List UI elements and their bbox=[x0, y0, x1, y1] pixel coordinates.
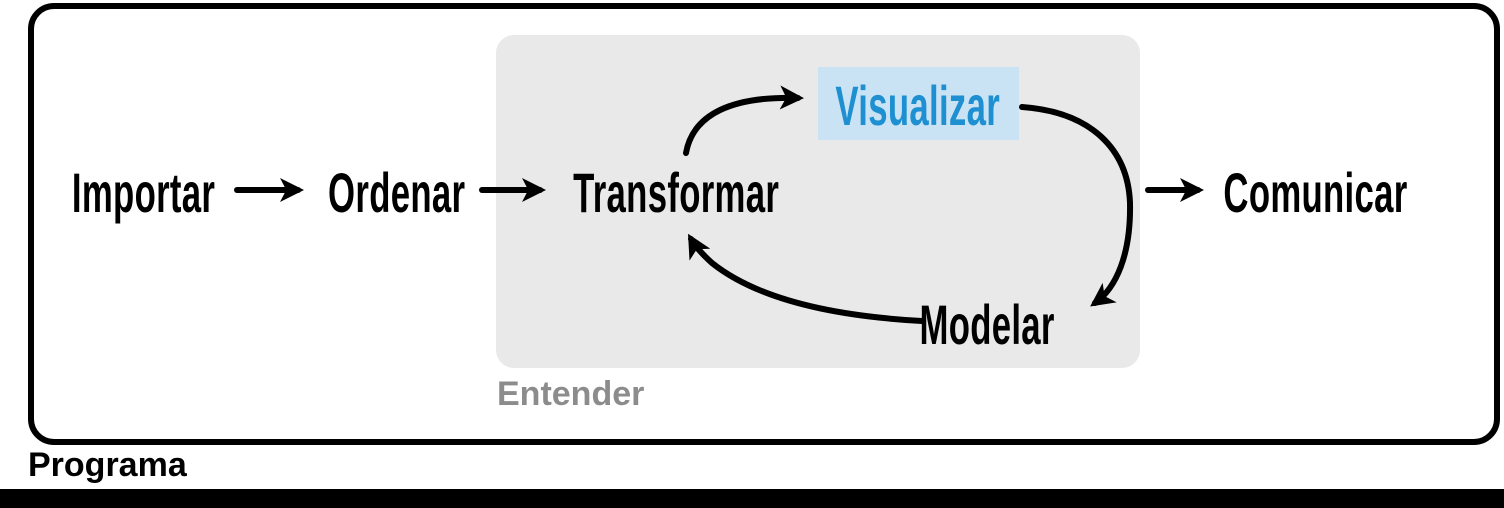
node-modelar: Modelar bbox=[807, 297, 1167, 353]
node-modelar-label: Modelar bbox=[919, 293, 1055, 356]
node-ordenar: Ordenar bbox=[217, 165, 577, 221]
node-importar: Importar bbox=[0, 165, 324, 221]
node-comunicar-label: Comunicar bbox=[1222, 161, 1408, 224]
node-transformar: Transformar bbox=[496, 165, 856, 221]
arrow-modelar-to-transformar-icon bbox=[688, 233, 925, 324]
programa-group-label: Programa bbox=[28, 446, 187, 484]
node-importar-label: Importar bbox=[72, 161, 216, 224]
visualizar-highlight-box bbox=[818, 67, 1019, 140]
arrow-transformar-to-visualizar-icon bbox=[683, 85, 804, 156]
node-visualizar: Visualizar bbox=[738, 78, 1098, 134]
node-comunicar: Comunicar bbox=[1135, 165, 1495, 221]
node-ordenar-label: Ordenar bbox=[328, 161, 466, 224]
node-transformar-label: Transformar bbox=[572, 161, 780, 224]
bottom-black-bar bbox=[0, 489, 1504, 508]
entender-group-label: Entender bbox=[497, 375, 645, 413]
arrow-visualizar-to-modelar-icon bbox=[1019, 104, 1134, 307]
node-visualizar-label: Visualizar bbox=[835, 74, 1001, 137]
